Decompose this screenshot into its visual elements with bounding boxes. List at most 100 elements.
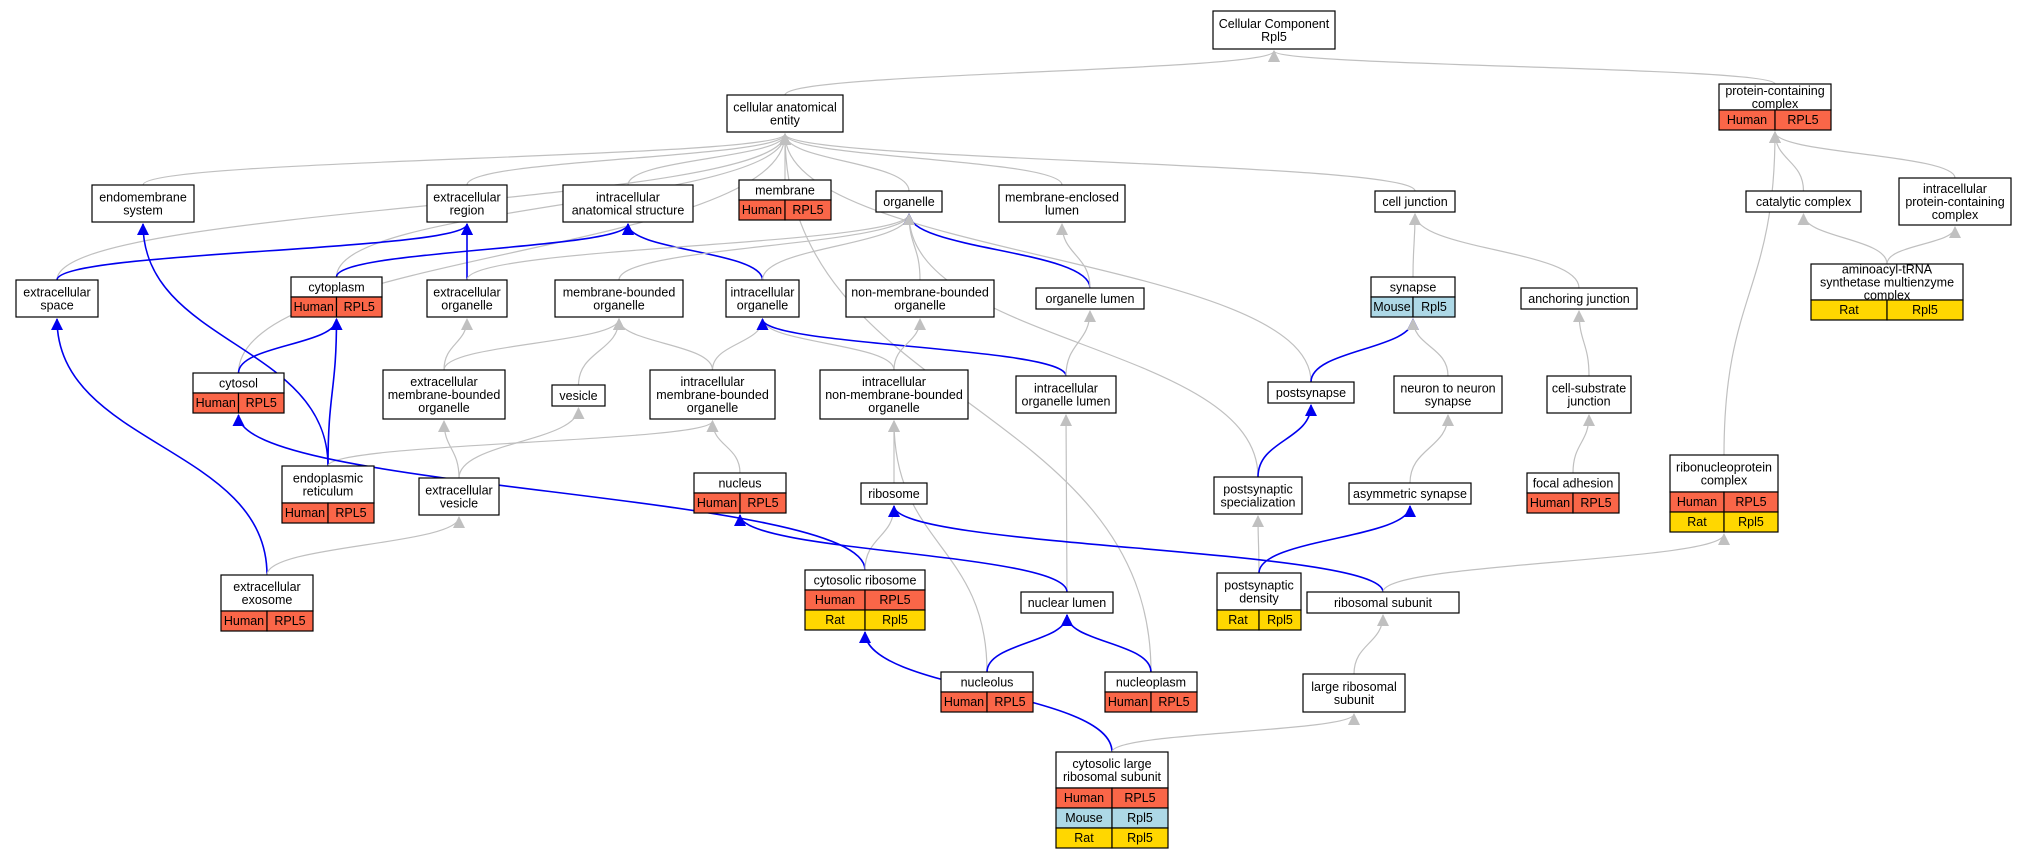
gene-label: RPL5 [246,396,277,410]
node-orglumen[interactable]: organelle lumen [1035,287,1145,310]
species-label: Human [1677,495,1717,509]
gene-cell [864,609,926,631]
gene-cell [335,296,383,318]
node-ribosome[interactable]: ribosome [860,482,928,505]
edge-cae-to-root [784,50,1280,96]
edge-nucleoplasm-to-nuclumen [1061,614,1152,673]
edge-csj-to-anchj [1573,310,1590,377]
edge-ias-to-cae [627,133,791,186]
edge-clrs-to-lrs [1111,713,1360,753]
node-asyn[interactable]: asymmetric synapse [1348,482,1472,505]
node-box [726,94,844,133]
node-anchj[interactable]: anchoring junction [1520,287,1638,310]
node-postsyn[interactable]: postsynapse [1267,381,1355,404]
node-box [1393,375,1503,414]
node-cj[interactable]: cell junction [1374,190,1456,213]
node-box [725,279,800,318]
edge-mel-to-cae [779,133,1063,186]
edge-exo-to-exspace [51,318,268,576]
node-ribsub[interactable]: ribosomal subunit [1306,591,1460,614]
species-label: Rat [1687,515,1707,529]
node-vesicle[interactable]: vesicle [551,384,606,407]
node-label: focal adhesion [1533,477,1614,491]
species-label: Human [285,506,325,520]
node-box [281,465,375,504]
edge-cytoplasm-to-cae [335,133,791,278]
edge-nucleolus-to-nuclumen [986,614,1073,673]
edge-er-to-imbo [327,420,719,467]
node-catcx[interactable]: catalytic complex [1745,190,1862,213]
species-label: Rat [1228,613,1248,627]
edge-nuclumen-to-nucleus [734,514,1068,593]
gene-label: RPL5 [274,614,305,628]
edge-psd-to-asyn [1258,505,1416,574]
edge-er-to-endo [137,223,329,467]
node-label: nuclear lumen [1028,596,1107,610]
node-organelle[interactable]: organelle [875,190,943,213]
gene-label: RPL5 [994,695,1025,709]
edge-cytosol-to-cytoplasm [237,318,343,374]
node-box [1015,375,1117,414]
edge-ipcc-to-pcc [1769,131,1956,179]
gene-cell [237,392,285,414]
gene-cell [1150,691,1198,713]
species-label: Human [697,496,737,510]
edge-er-to-cytoplasm [327,318,343,467]
node-box [91,184,195,223]
species-label: Human [1530,496,1570,510]
gene-label: RPL5 [1124,791,1155,805]
node-box [845,279,995,318]
edge-exorg-to-organelle [466,213,915,281]
node-label: nucleus [718,477,761,491]
node-nuclumen[interactable]: nuclear lumen [1020,591,1114,614]
gene-cell [1723,511,1779,533]
